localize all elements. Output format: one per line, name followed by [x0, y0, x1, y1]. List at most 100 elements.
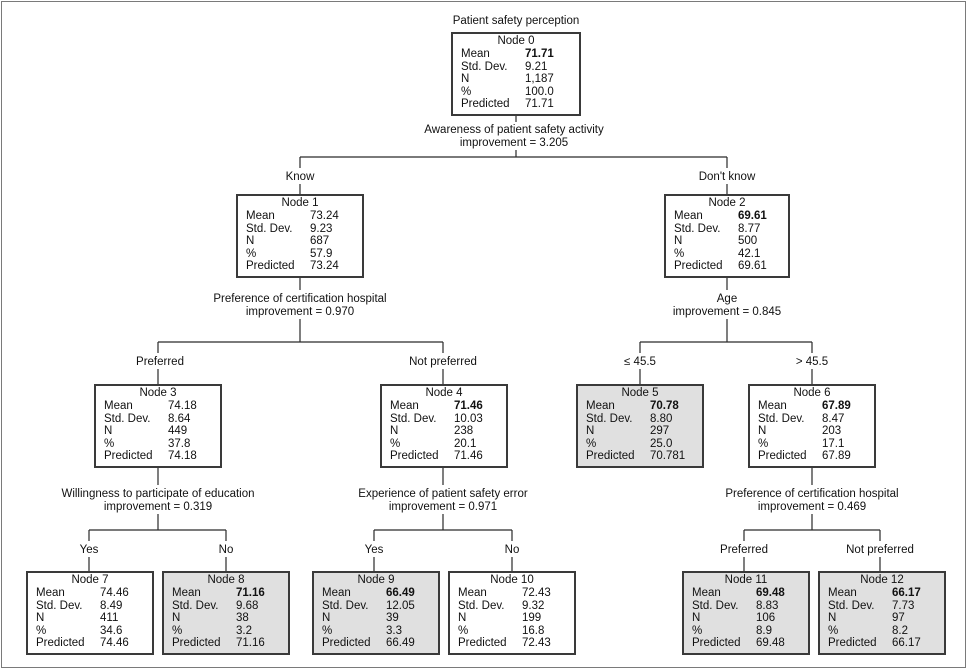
stat-label: N: [586, 425, 595, 438]
stat-value: 74.18: [168, 400, 197, 412]
stat-value: 66.49: [386, 587, 415, 599]
node-stat-row: N 97: [820, 612, 944, 625]
stat-value: 238: [454, 425, 474, 438]
tree-connector: [743, 514, 881, 571]
stat-value: 69.61: [738, 260, 767, 273]
stat-value: 67.89: [822, 400, 851, 412]
node-title: Node 2: [708, 197, 746, 209]
stat-value: 16.8: [522, 624, 545, 637]
split-improvement: improvement = 0.845: [672, 306, 782, 318]
stat-label: %: [36, 624, 47, 637]
stat-label: N: [246, 235, 255, 248]
stat-label: Mean: [458, 587, 487, 599]
stat-label: Mean: [758, 400, 787, 412]
stat-value: 72.43: [522, 587, 551, 599]
node-title: Node 11: [724, 574, 768, 586]
stat-label: Predicted: [828, 637, 877, 650]
stat-label: Predicted: [674, 260, 723, 273]
branch-yes-4-label: Yes: [362, 544, 386, 557]
tree-connector: [157, 468, 813, 485]
stat-value: 9.21: [525, 60, 548, 73]
tree-connector: [299, 278, 728, 290]
stat-value: 71.46: [454, 450, 483, 463]
node-stat-row: %8.2: [820, 625, 944, 638]
stat-label: N: [828, 612, 837, 625]
branch-yes-3-label: Yes: [77, 544, 101, 557]
node-stat-row: Std. Dev.8.77: [666, 223, 788, 236]
stat-value: 39: [386, 612, 399, 625]
node-stat-row: %3.2: [164, 625, 288, 638]
node-stat-row: Std. Dev.9.23: [238, 223, 362, 236]
tree-title: Patient safety perception: [452, 15, 580, 27]
stat-value: 500: [738, 235, 758, 248]
stat-label: Predicted: [390, 450, 439, 463]
stat-label: %: [586, 437, 597, 450]
stat-value: 106: [756, 612, 776, 625]
stat-value: 67.89: [822, 450, 851, 463]
branch-not-preferred-6-label: Not preferred: [844, 544, 916, 557]
node-stat-row: N 297: [578, 425, 702, 438]
node-stat-row: %34.6: [28, 625, 152, 638]
stat-label: Std. Dev.: [674, 222, 721, 235]
stat-label: Predicted: [36, 637, 85, 650]
stat-value: 66.49: [386, 637, 415, 650]
stat-value: 297: [650, 425, 670, 438]
stat-value: 10.03: [454, 412, 483, 425]
node-stat-row: %8.9: [684, 625, 808, 638]
stat-value: 449: [168, 425, 188, 438]
stat-label: Predicted: [172, 637, 221, 650]
stat-label: Predicted: [758, 450, 807, 463]
stat-value: 9.23: [310, 222, 333, 235]
stat-value: 74.18: [168, 450, 197, 463]
node-stat-row: Mean 67.89: [750, 400, 874, 413]
stat-value: 20.1: [454, 437, 477, 450]
stat-value: 70.78: [650, 400, 679, 412]
stat-label: Std. Dev.: [172, 599, 219, 612]
node-stat-row: %20.1: [382, 438, 506, 451]
stat-label: N: [36, 612, 45, 625]
stat-value: 71.71: [525, 48, 554, 60]
stat-value: 8.2: [892, 624, 908, 637]
stat-label: Predicted: [104, 450, 153, 463]
branch-no-3-label: No: [216, 544, 236, 557]
stat-label: %: [692, 624, 703, 637]
split-improvement: improvement = 0.970: [245, 306, 355, 318]
node-stat-row: % 25.0: [578, 438, 702, 451]
stat-value: 100.0: [525, 85, 554, 98]
stat-value: 25.0: [650, 437, 673, 450]
node-stat-row: Std. Dev.8.64: [96, 413, 220, 426]
stat-value: 411: [100, 612, 119, 625]
stat-value: 7.73: [892, 599, 915, 612]
stat-label: Mean: [104, 400, 133, 412]
stat-value: 12.05: [386, 599, 415, 612]
stat-value: 9.68: [236, 599, 259, 612]
stat-value: 71.16: [236, 637, 265, 650]
stat-value: 66.17: [892, 637, 921, 650]
stat-value: 97: [892, 612, 905, 625]
node-title: Node 12: [860, 574, 904, 586]
stat-value: 70.781: [650, 450, 686, 463]
stat-label: %: [458, 624, 469, 637]
stat-value: 17.1: [822, 437, 845, 450]
stat-label: N: [458, 612, 467, 625]
stat-value: 73.24: [310, 210, 339, 222]
stat-label: Std. Dev.: [36, 599, 83, 612]
split-variable: Awareness of patient safety activity: [424, 124, 604, 136]
stat-label: Std. Dev.: [828, 599, 875, 612]
